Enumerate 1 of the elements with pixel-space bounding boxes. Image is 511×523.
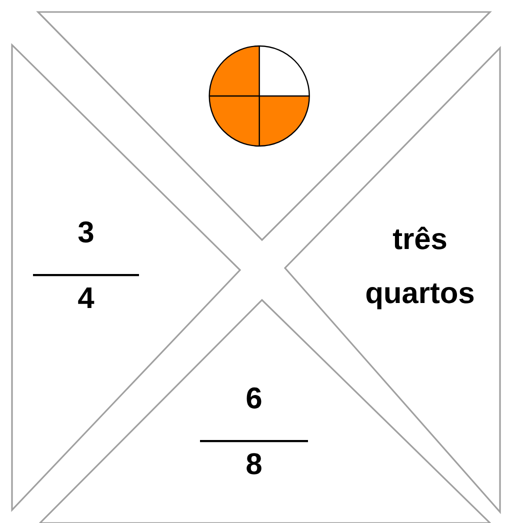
fraction-circle <box>208 45 310 147</box>
